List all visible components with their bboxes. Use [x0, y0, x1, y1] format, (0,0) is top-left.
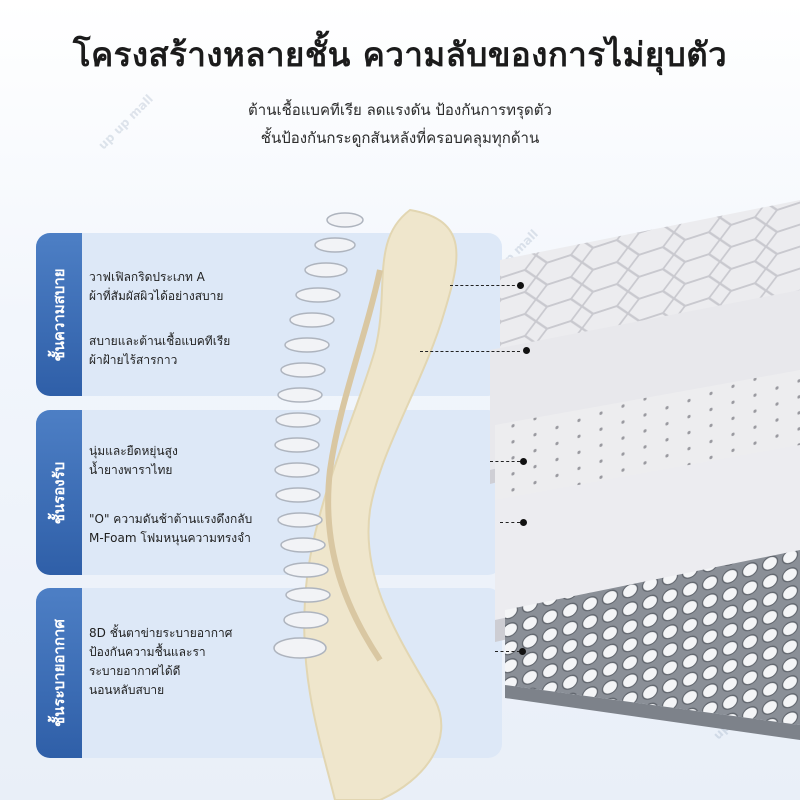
- ventilation-layer-label: ชั้นระบายอากาศ: [50, 619, 68, 727]
- feature-line: น้ำยางพาราไทย: [89, 463, 173, 477]
- feature-line: ป้องกันความชื้นและรา: [89, 645, 206, 659]
- ventilation-layer-tag: ชั้นระบายอากาศ: [36, 588, 82, 758]
- feature-memory-foam: "O" ความดันช้าต้านแรงดึงกลับ M-Foam โฟมห…: [89, 510, 309, 548]
- feature-waffle-fabric: วาฟเฟิลกริดประเภท A ผ้าที่สัมผัสผิวได้อย…: [89, 268, 309, 306]
- foam-support-shape: [303, 208, 458, 800]
- subtitle-line-2: ชั้นป้องกันกระดูกสันหลังที่ครอบคลุมทุกด้…: [260, 129, 540, 147]
- support-layer-panel: ชั้นรองรับ: [36, 410, 502, 575]
- feature-line: ผ้าที่สัมผัสผิวได้อย่างสบาย: [89, 289, 224, 303]
- subtitle-line-1: ต้านเชื้อแบคทีเรีย ลดแรงดัน ป้องกันการทร…: [248, 101, 552, 119]
- support-layer-label: ชั้นรองรับ: [50, 461, 68, 524]
- comfort-layer-tag: ชั้นความสบาย: [36, 233, 82, 396]
- comfort-layer-label: ชั้นความสบาย: [50, 267, 68, 362]
- leader-dot: [517, 282, 524, 289]
- feature-line: วาฟเฟิลกริดประเภท A: [89, 270, 205, 284]
- leader-line: [495, 651, 520, 652]
- feature-cotton: สบายและต้านเชื้อแบคทีเรีย ผ้าฝ้ายไร้สารก…: [89, 332, 309, 370]
- feature-line: 8D ชั้นตาข่ายระบายอากาศ: [89, 626, 233, 640]
- leader-dot: [520, 519, 527, 526]
- leader-dot: [523, 347, 530, 354]
- mattress-layers-illustration: [273, 200, 800, 800]
- page-title: โครงสร้างหลายชั้น ความลับของการไม่ยุบตัว: [72, 35, 728, 74]
- feature-latex: นุ่มและยืดหยุ่นสูง น้ำยางพาราไทย: [89, 442, 309, 480]
- feature-line: "O" ความดันช้าต้านแรงดึงกลับ: [89, 512, 253, 526]
- leader-dot: [520, 458, 527, 465]
- leader-line: [420, 351, 520, 352]
- leader-line: [450, 285, 520, 286]
- feature-line: ผ้าฝ้ายไร้สารกาว: [89, 353, 178, 367]
- leader-line: [500, 522, 520, 523]
- feature-line: สบายและต้านเชื้อแบคทีเรีย: [89, 334, 231, 348]
- feature-line: M-Foam โฟมหนุนความทรงจำ: [89, 531, 251, 545]
- feature-line: นอนหลับสบาย: [89, 683, 165, 697]
- spine-illustration: [273, 212, 364, 659]
- mesh-layer: [505, 550, 800, 740]
- feature-line: ระบายอากาศได้ดี: [89, 664, 181, 678]
- leader-dot: [519, 648, 526, 655]
- support-layer-tag: ชั้นรองรับ: [36, 410, 82, 575]
- feature-line: นุ่มและยืดหยุ่นสูง: [89, 444, 178, 458]
- feature-mesh: 8D ชั้นตาข่ายระบายอากาศ ป้องกันความชื้นแ…: [89, 624, 309, 700]
- leader-line: [490, 461, 520, 462]
